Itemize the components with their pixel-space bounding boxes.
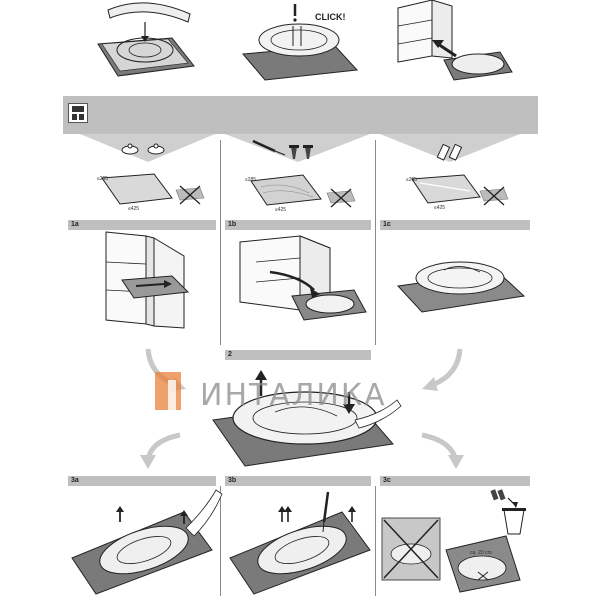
top-illustration-right bbox=[392, 0, 517, 82]
adhesive-pad-icon bbox=[436, 143, 451, 161]
step-3a-drawing bbox=[71, 489, 223, 595]
column-divider-2 bbox=[375, 140, 376, 345]
dim-width: ≤285 bbox=[406, 177, 417, 183]
top-illustration-middle: CLICK! bbox=[235, 0, 365, 82]
step-label-1b: 1b bbox=[228, 221, 237, 228]
step-1a-fridge-drawing bbox=[105, 231, 190, 329]
option-c-drawing: ≤285 ≤425 bbox=[406, 143, 509, 211]
option-a-drawing: ≤285 ≤425 bbox=[97, 143, 205, 212]
step-3c-drawing: ca. 20 cm bbox=[381, 489, 526, 593]
option-b-drawing: ≤285 ≤425 bbox=[245, 139, 356, 213]
watermark-text: ИНТАЛИКА bbox=[200, 378, 387, 413]
click-label: CLICK! bbox=[315, 12, 346, 22]
step-band-1a bbox=[68, 220, 216, 230]
section-header-band bbox=[63, 96, 538, 134]
step-label-3a: 3a bbox=[71, 477, 79, 484]
step-label-3b: 3b bbox=[228, 477, 237, 484]
step-band-1c bbox=[380, 220, 530, 230]
step-label-1a: 1a bbox=[71, 221, 79, 228]
screwdriver-icon bbox=[322, 491, 330, 523]
hand-icon bbox=[354, 399, 402, 429]
bin-icon bbox=[503, 509, 525, 535]
drawer-insert-drawing bbox=[97, 2, 195, 77]
screwdriver-icon bbox=[252, 139, 276, 153]
step-band-3a bbox=[68, 476, 216, 486]
column-divider-1 bbox=[220, 140, 221, 345]
watermark-logo-bar bbox=[168, 380, 176, 410]
dim-note: ca. 20 cm bbox=[470, 550, 492, 556]
screw-icon bbox=[305, 147, 311, 159]
top-illustration-left bbox=[90, 0, 200, 82]
adhesive-pad-icon bbox=[497, 489, 506, 501]
step-band-1b bbox=[225, 220, 371, 230]
step-label-3c: 3c bbox=[383, 477, 391, 484]
step-label-1c: 1c bbox=[383, 221, 391, 228]
adhesive-pad-icon bbox=[490, 489, 499, 501]
step-1c-shelf-drawing bbox=[396, 261, 526, 313]
step-2-drawing bbox=[212, 370, 402, 467]
dim-width: ≤285 bbox=[97, 176, 108, 182]
adhesive-pad-icon bbox=[448, 143, 463, 161]
column-divider-3 bbox=[220, 486, 221, 596]
instruction-manual-icon bbox=[68, 103, 88, 123]
step-band-2 bbox=[225, 350, 371, 360]
dim-length: ≤425 bbox=[434, 205, 445, 211]
column-divider-4 bbox=[375, 486, 376, 596]
step-label-2: 2 bbox=[228, 351, 232, 358]
step-1b-cabinet-drawing bbox=[239, 235, 367, 321]
hand-icon bbox=[185, 489, 223, 537]
screw-icon bbox=[291, 147, 297, 159]
dim-length: ≤425 bbox=[128, 206, 139, 212]
cabinet-insert-drawing bbox=[397, 0, 513, 81]
step-band-3b bbox=[225, 476, 371, 486]
step-band-3c bbox=[380, 476, 530, 486]
manual-glyph bbox=[72, 106, 84, 120]
step-3b-drawing bbox=[229, 491, 371, 595]
dim-width: ≤285 bbox=[245, 177, 256, 183]
dim-length: ≤425 bbox=[275, 207, 286, 213]
click-in-drawing: CLICK! bbox=[241, 4, 359, 81]
